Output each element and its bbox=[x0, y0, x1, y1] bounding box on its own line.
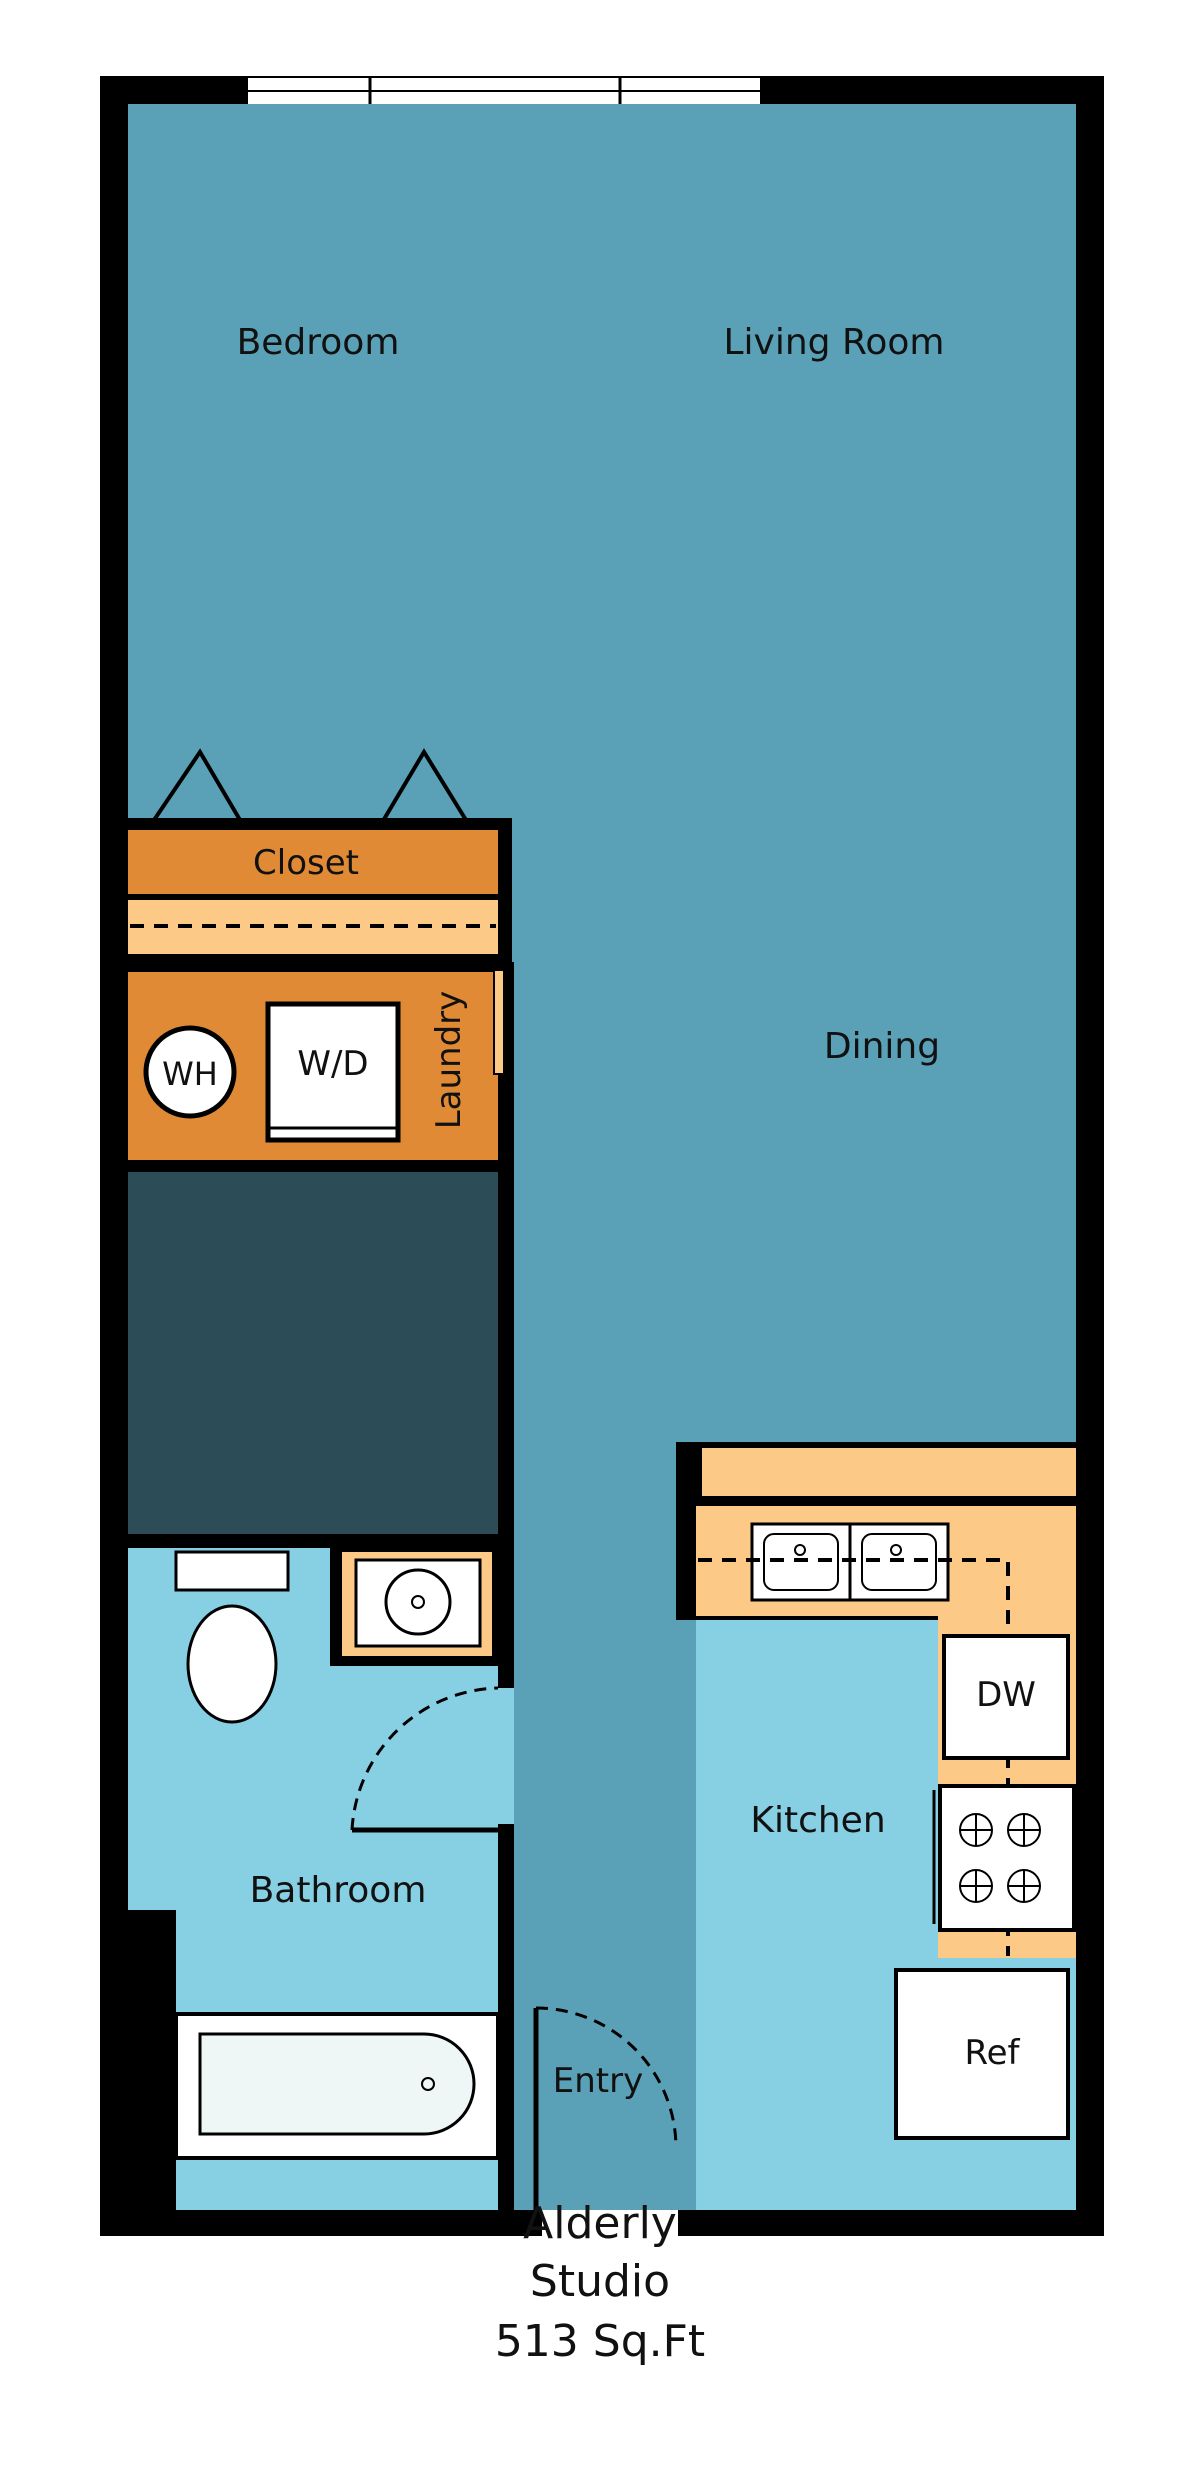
closet-floor bbox=[128, 830, 498, 894]
closet-door-left bbox=[148, 748, 242, 828]
label-refrigerator: Ref bbox=[965, 2033, 1021, 2073]
counter-edge bbox=[698, 1558, 1010, 1956]
caption-unit-type: Studio bbox=[529, 2256, 671, 2307]
label-water-heater: WH bbox=[162, 1055, 218, 1093]
label-entry: Entry bbox=[553, 2061, 643, 2101]
bath-corner bbox=[128, 1910, 176, 2210]
entry-door-swing bbox=[535, 2006, 678, 2149]
label-washer-dryer: W/D bbox=[297, 1044, 368, 1084]
toilet bbox=[174, 1550, 290, 1724]
kitchen-counter-top bbox=[702, 1448, 1076, 1496]
caption-area: 513 Sq.Ft bbox=[494, 2316, 706, 2367]
bathtub bbox=[174, 2012, 500, 2160]
label-dishwasher: DW bbox=[976, 1675, 1036, 1715]
label-bathroom: Bathroom bbox=[250, 1870, 427, 1911]
bathroom-wall bbox=[498, 1540, 514, 2230]
label-living-room: Living Room bbox=[724, 322, 945, 363]
label-kitchen: Kitchen bbox=[750, 1800, 885, 1841]
refrigerator bbox=[894, 1968, 1070, 2140]
caption-name: Alderly bbox=[523, 2198, 677, 2249]
sink bbox=[384, 1568, 452, 1636]
storage-block bbox=[128, 1172, 498, 1534]
dishwasher bbox=[942, 1634, 1070, 1760]
label-dining: Dining bbox=[824, 1026, 940, 1067]
window bbox=[248, 78, 760, 104]
closet-door-right bbox=[378, 748, 468, 828]
bathroom-door-swing bbox=[350, 1686, 499, 1831]
bathroom-door-gap bbox=[498, 1688, 514, 1824]
label-laundry: Laundry bbox=[429, 991, 469, 1130]
water-heater bbox=[143, 1025, 237, 1119]
label-bedroom: Bedroom bbox=[237, 322, 400, 363]
label-closet: Closet bbox=[253, 843, 359, 883]
entry-opening bbox=[542, 2210, 678, 2236]
laundry-door bbox=[493, 969, 505, 1075]
washer-dryer bbox=[265, 1001, 401, 1143]
stove bbox=[932, 1784, 1076, 1932]
